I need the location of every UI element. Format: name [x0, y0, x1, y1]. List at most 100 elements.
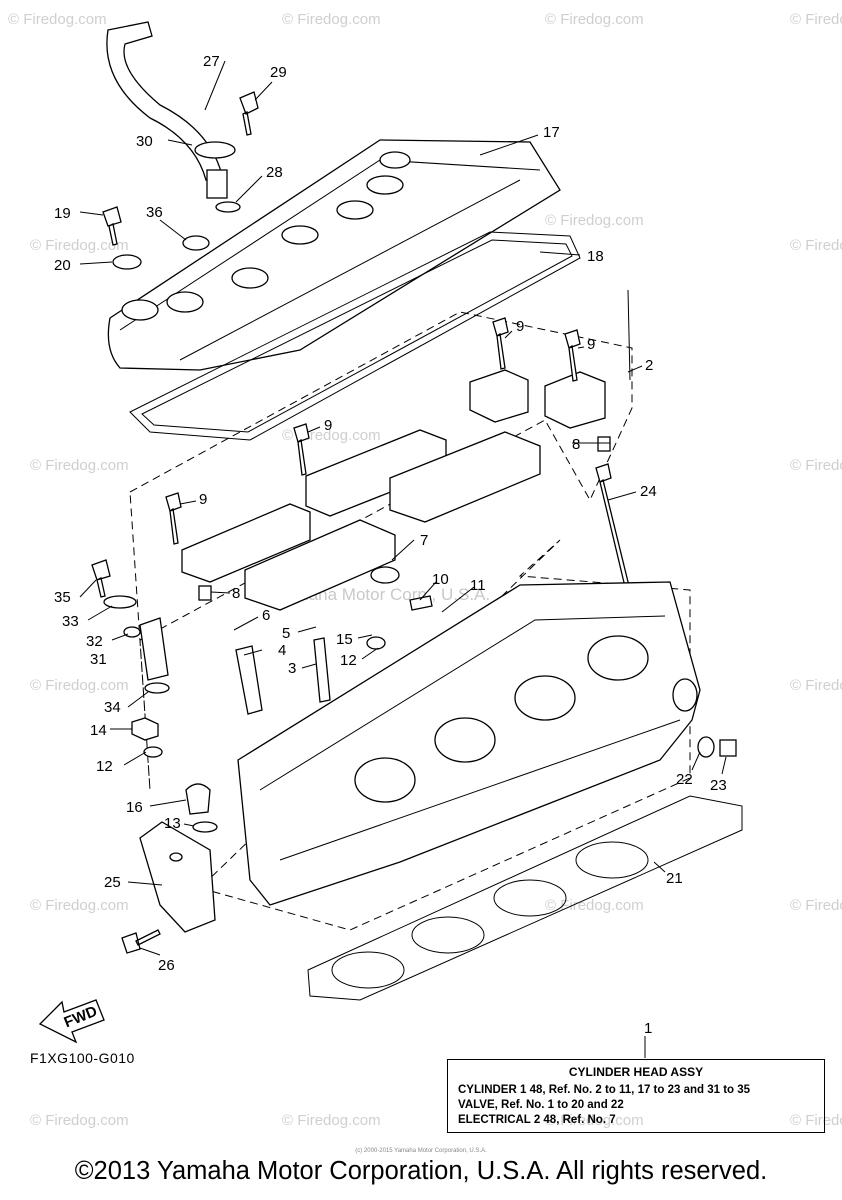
callout-14: 14 [90, 722, 107, 739]
legend-title: CYLINDER HEAD ASSY [568, 1065, 704, 1079]
watermark: © Firedog.com [545, 1112, 644, 1129]
watermark: © Firedog.com [790, 237, 842, 254]
intake-port [354, 757, 416, 803]
washer-13 [192, 821, 218, 833]
head-ridge [259, 615, 666, 791]
callout-8: 8 [232, 585, 240, 602]
callout-11: 11 [470, 577, 486, 594]
watermark: © Firedog.com [545, 897, 644, 914]
callout-23: 23 [710, 777, 727, 794]
watermark: © Firedog.com [30, 897, 129, 914]
callout-25: 25 [104, 874, 121, 891]
o-ring-32 [123, 626, 141, 638]
leader-2a [627, 289, 631, 381]
callout-22: 22 [676, 771, 693, 788]
callout-9-b: 9 [587, 336, 595, 353]
watermark: © Firedog.com [8, 11, 107, 28]
callout-17: 17 [543, 124, 560, 141]
washer-12 [143, 746, 163, 758]
leader-lines [79, 60, 727, 1058]
watermark: © Firedog.com [282, 11, 381, 28]
plug-23 [719, 739, 737, 757]
camshaft-cap-b [544, 371, 606, 429]
camshaft-cap-e [181, 503, 311, 583]
callout-12-b: 12 [96, 758, 113, 775]
plug-hole [166, 291, 204, 313]
watermark-center: Yamaha Motor Corp., U.S.A. [275, 585, 490, 604]
watermark: © Firedog.com [30, 237, 129, 254]
watermark: © Firedog.com [30, 457, 129, 474]
grommet-20 [112, 254, 142, 270]
callout-8-b: 8 [572, 436, 580, 453]
callout-26: 26 [158, 957, 175, 974]
bracket-hole [169, 852, 183, 862]
legend-line: VALVE, Ref. No. 1 to 20 and 22 [458, 1099, 624, 1111]
plug-hole [336, 200, 374, 220]
legend-line: ELECTRICAL 2 48, Ref. No. 7 [458, 1114, 616, 1126]
nut-15 [366, 636, 386, 650]
watermark: © Firedog.com [790, 677, 842, 694]
bracket-25 [139, 821, 216, 933]
legend-line: CYLINDER 1 48, Ref. No. 2 to 11, 17 to 2… [458, 1084, 751, 1096]
hose-fitting [206, 169, 228, 199]
bolt-26 [121, 929, 161, 954]
washer-22 [697, 736, 715, 758]
gasket-33 [103, 595, 137, 609]
cover-gasket [129, 231, 581, 441]
watermark: © Firedog.com [790, 1112, 842, 1129]
dowel-8b [198, 585, 212, 601]
callout-3: 3 [288, 660, 296, 677]
fwd-arrow: FWD [38, 999, 105, 1044]
bolt-10 [409, 595, 433, 611]
diagram-code: F1XG100-G010 [30, 1050, 135, 1066]
callout-1: 1 [644, 1020, 652, 1037]
watermark: © Firedog.com [282, 1112, 381, 1129]
callout-5: 5 [282, 625, 290, 642]
valve-guide-4 [235, 645, 263, 715]
callout-15: 15 [336, 631, 353, 648]
valve-guide-3 [313, 637, 331, 703]
sensor-7 [370, 566, 400, 584]
watermark: © Firedog.com [30, 1112, 129, 1129]
o-ring-34 [144, 682, 170, 694]
grommet-36 [182, 235, 210, 251]
end-boss [672, 678, 698, 712]
cap-nut-16 [185, 783, 211, 815]
intake-port [434, 717, 496, 763]
fine-print: (c) 2000-2015 Yamaha Motor Corporation, … [355, 1148, 487, 1154]
o-ring-28 [215, 201, 241, 213]
gasket-bore [331, 951, 405, 989]
callout-28: 28 [266, 164, 283, 181]
bolt-24 [595, 463, 631, 592]
nut-14 [131, 717, 159, 741]
bolt-29 [239, 91, 259, 136]
callout-29: 29 [270, 64, 287, 81]
bolt-19 [102, 206, 122, 246]
cylinder-head-cover [107, 139, 561, 371]
bolt-35 [91, 559, 111, 598]
callout-9-d: 9 [199, 491, 207, 508]
callout-20: 20 [54, 257, 71, 274]
callout-16: 16 [126, 799, 143, 816]
head-gasket [307, 795, 743, 1001]
plug-hole [231, 267, 269, 289]
callout-7: 7 [420, 532, 428, 549]
callout-21: 21 [666, 870, 683, 887]
watermark: © Firedog.com [790, 457, 842, 474]
cover-ridge-2 [179, 179, 521, 361]
callout-4: 4 [278, 642, 286, 659]
callout-13: 13 [164, 815, 181, 832]
callout-35: 35 [54, 589, 71, 606]
callout-32: 32 [86, 633, 103, 650]
callout-numbers: 1 2 3 4 5 6 7 8 8 9 9 9 9 10 11 12 12 13… [54, 53, 727, 1037]
callout-27: 27 [203, 53, 220, 70]
camshaft-cap-d [389, 431, 541, 523]
watermark: © Firedog.com [30, 677, 129, 694]
gasket-bore [493, 879, 567, 917]
watermark: © Firedog.com [790, 897, 842, 914]
callout-9-c: 9 [324, 417, 332, 434]
callout-36: 36 [146, 204, 163, 221]
intake-port [587, 635, 649, 681]
bolt-9d [165, 492, 182, 545]
callout-9: 9 [516, 318, 524, 335]
